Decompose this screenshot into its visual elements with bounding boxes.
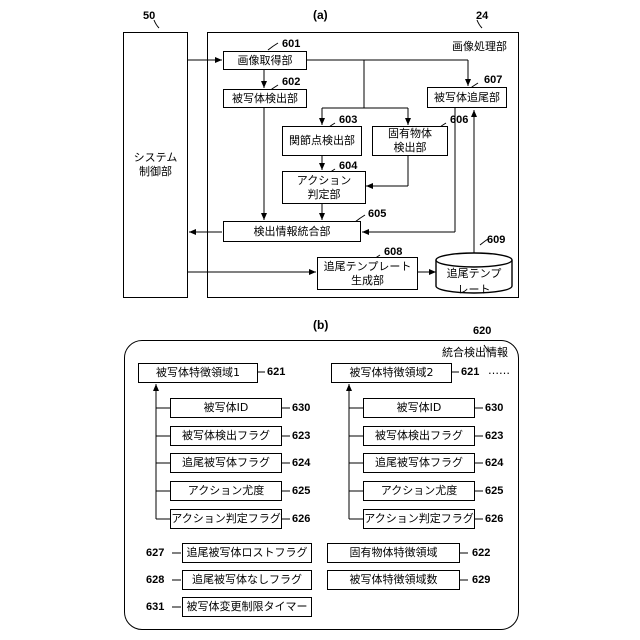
ref-604: 604 (339, 160, 357, 172)
subject-region-2-label: 被写体特徴領域2 (350, 366, 434, 380)
field-label: アクション判定フラグ (171, 512, 280, 526)
subject-detect-label: 被写体検出部 (232, 92, 298, 106)
image-processing-label: 画像処理部 (452, 38, 507, 54)
subject-tracking-block: 被写体追尾部 (427, 87, 507, 108)
ref-607: 607 (484, 74, 502, 86)
subject-detect-block: 被写体検出部 (223, 89, 307, 108)
ref-608: 608 (384, 246, 402, 258)
panel-b-label: (b) (313, 318, 328, 332)
field-label: アクション尤度 (188, 484, 264, 498)
ref-606: 606 (450, 114, 468, 126)
ref-623-a: 623 (292, 430, 310, 442)
ref-622: 622 (472, 547, 490, 559)
unique-object-detect-block: 固有物体 検出部 (372, 126, 448, 156)
detection-integrate-label: 検出情報統合部 (254, 225, 331, 239)
field-label: 被写体ID (204, 401, 249, 415)
ref-624-a: 624 (292, 457, 310, 469)
unique-object-detect-label: 固有物体 検出部 (388, 127, 432, 155)
field-tracking-flag-1: 追尾被写体フラグ (170, 453, 282, 473)
ref-629: 629 (472, 574, 490, 586)
field-action-likelihood-1: アクション尤度 (170, 481, 282, 501)
more-regions-ellipsis: …… (488, 364, 510, 377)
field-subject-id-2: 被写体ID (363, 398, 475, 418)
field-action-flag-2: アクション判定フラグ (363, 509, 475, 529)
extra-label: 追尾被写体ロストフラグ (187, 546, 308, 560)
ref-602: 602 (282, 76, 300, 88)
field-label: 被写体検出フラグ (375, 429, 463, 443)
template-generate-label: 追尾テンプレート 生成部 (324, 260, 412, 288)
ref-627: 627 (146, 547, 164, 559)
joint-detect-block: 関節点検出部 (282, 126, 362, 156)
system-control-label: システム 制御部 (134, 151, 178, 179)
action-judge-label: アクション 判定部 (297, 174, 351, 202)
ref-601: 601 (282, 38, 300, 50)
ref-624-b: 624 (485, 457, 503, 469)
subject-region-2-box: 被写体特徴領域2 (331, 363, 452, 383)
field-label: 追尾被写体フラグ (375, 456, 463, 470)
subject-region-1-box: 被写体特徴領域1 (138, 363, 258, 383)
no-tracking-flag-box: 追尾被写体なしフラグ (182, 570, 312, 590)
field-label: 追尾被写体フラグ (182, 456, 270, 470)
ref-623-b: 623 (485, 430, 503, 442)
field-label: 被写体検出フラグ (182, 429, 270, 443)
extra-label: 固有物体特徴領域 (350, 546, 438, 560)
ref-24: 24 (476, 10, 488, 22)
field-tracking-flag-2: 追尾被写体フラグ (363, 453, 475, 473)
field-action-likelihood-2: アクション尤度 (363, 481, 475, 501)
field-action-flag-1: アクション判定フラグ (170, 509, 282, 529)
image-acquire-block: 画像取得部 (223, 51, 307, 70)
subject-region-1-label: 被写体特徴領域1 (156, 366, 240, 380)
system-control-block: システム 制御部 (123, 32, 188, 298)
detection-integrate-block: 検出情報統合部 (223, 221, 361, 242)
ref-620: 620 (473, 325, 491, 337)
field-label: アクション尤度 (381, 484, 457, 498)
ref-621-b: 621 (461, 366, 479, 378)
ref-631: 631 (146, 601, 164, 613)
ref-603: 603 (339, 114, 357, 126)
extra-label: 被写体変更制限タイマー (187, 600, 308, 614)
ref-605: 605 (368, 208, 386, 220)
joint-detect-label: 関節点検出部 (289, 134, 355, 148)
extra-label: 追尾被写体なしフラグ (192, 573, 302, 587)
field-label: 被写体ID (397, 401, 442, 415)
field-label: アクション判定フラグ (364, 512, 473, 526)
ref-625-b: 625 (485, 485, 503, 497)
tracking-lost-flag-box: 追尾被写体ロストフラグ (182, 543, 312, 563)
ref-621-a: 621 (267, 366, 285, 378)
subject-region-count-box: 被写体特徴領域数 (327, 570, 460, 590)
panel-a-label: (a) (313, 8, 328, 22)
ref-628: 628 (146, 574, 164, 586)
field-detect-flag-1: 被写体検出フラグ (170, 426, 282, 446)
ref-50: 50 (143, 10, 155, 22)
subject-change-timer-box: 被写体変更制限タイマー (182, 597, 312, 617)
field-detect-flag-2: 被写体検出フラグ (363, 426, 475, 446)
extra-label: 被写体特徴領域数 (350, 573, 438, 587)
tracking-template-label: 追尾テンプ レート (440, 265, 508, 297)
field-subject-id-1: 被写体ID (170, 398, 282, 418)
unique-object-region-box: 固有物体特徴領域 (327, 543, 460, 563)
ref-626-a: 626 (292, 513, 310, 525)
ref-625-a: 625 (292, 485, 310, 497)
ref-626-b: 626 (485, 513, 503, 525)
subject-tracking-label: 被写体追尾部 (434, 91, 500, 105)
template-generate-block: 追尾テンプレート 生成部 (317, 257, 418, 290)
action-judge-block: アクション 判定部 (282, 171, 366, 204)
ref-609: 609 (487, 234, 505, 246)
ref-630-b: 630 (485, 402, 503, 414)
ref-630-a: 630 (292, 402, 310, 414)
image-acquire-label: 画像取得部 (238, 54, 293, 68)
integrated-info-label: 統合検出情報 (442, 344, 508, 360)
